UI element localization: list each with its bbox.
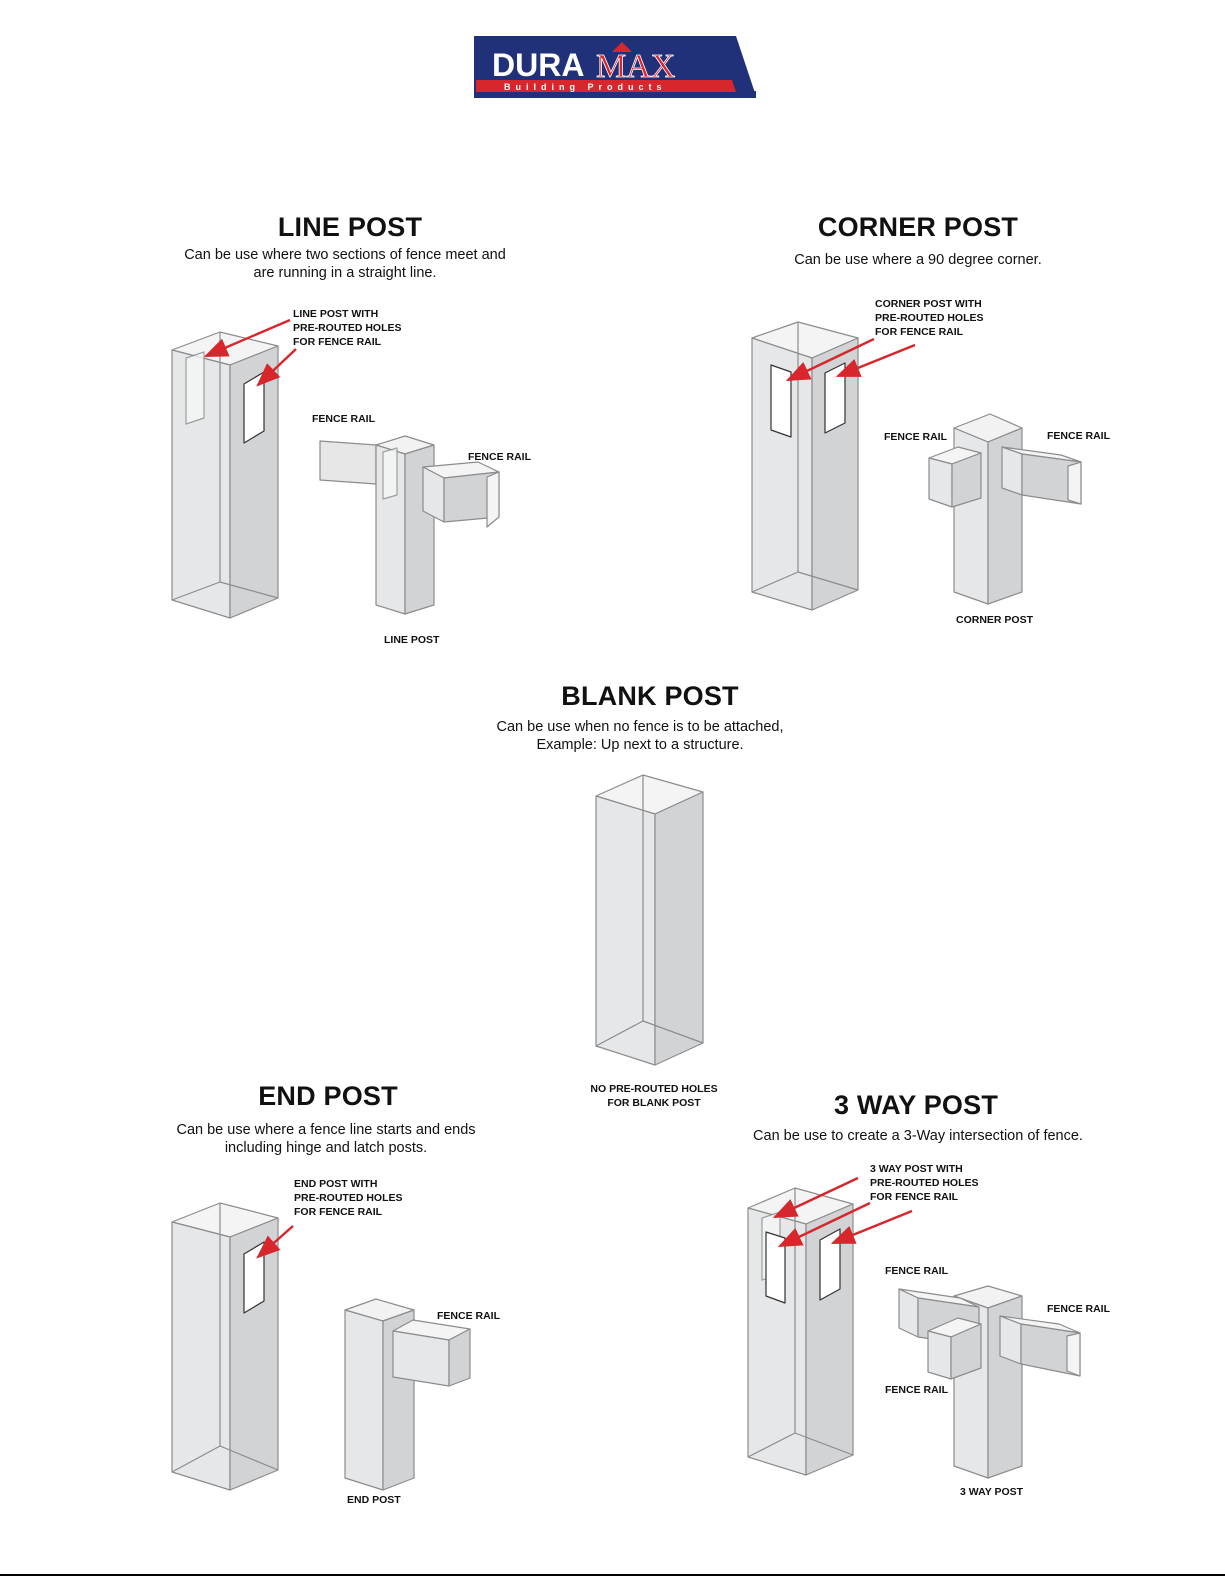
end-post-callout: END POST WITH PRE-ROUTED HOLES FOR FENCE… (294, 1178, 403, 1218)
end-post-arrow (256, 1225, 294, 1259)
end-post-title: END POST (258, 1081, 398, 1111)
three-way-post-callout: 3 WAY POST WITH PRE-ROUTED HOLES FOR FEN… (870, 1163, 979, 1203)
roof-icon (612, 42, 632, 52)
end-post-small (344, 1298, 471, 1491)
three-way-post-arrow-1 (772, 1176, 859, 1219)
line-post-small (319, 435, 500, 615)
line-post-arrow-1 (203, 318, 291, 358)
end-post-large (171, 1202, 279, 1491)
corner-post-description: Can be use where a 90 degree corner. (794, 252, 1042, 268)
line-post-callout: LINE POST WITH PRE-ROUTED HOLES FOR FENC… (293, 308, 402, 348)
three-way-post-small (898, 1285, 1081, 1479)
line-post-post-label: LINE POST (384, 634, 440, 646)
line-post-arrow-2 (256, 348, 297, 387)
blank-post-description-2: Example: Up next to a structure. (536, 737, 744, 753)
blank-post (595, 774, 704, 1066)
three-way-post-large (747, 1187, 854, 1476)
corner-post-title: CORNER POST (817, 212, 1019, 242)
page-bottom-rule (0, 1574, 1225, 1576)
corner-post-arrow-1 (785, 337, 875, 382)
line-post-rail-label-2: FENCE RAIL (468, 451, 531, 463)
three-way-post-title: 3 WAY POST (833, 1090, 999, 1120)
three-way-post-description: Can be use to create a 3-Way intersectio… (753, 1128, 1083, 1144)
corner-post-large (751, 321, 859, 611)
three-way-post-post-label: 3 WAY POST (960, 1486, 1024, 1498)
line-post-large (171, 331, 279, 619)
three-way-post-arrow-3 (830, 1209, 913, 1245)
logo-brand-right: MAX (596, 48, 675, 85)
blank-post-title: BLANK POST (561, 681, 739, 711)
three-way-post-rail-label-2: FENCE RAIL (1047, 1303, 1110, 1315)
duramax-logo: DURA MAX Building Products (474, 36, 756, 98)
line-post-rail-label-1: FENCE RAIL (312, 413, 375, 425)
line-post-description-2: are running in a straight line. (253, 265, 437, 281)
three-way-post-rail-label-3: FENCE RAIL (885, 1384, 948, 1396)
blank-post-note: NO PRE-ROUTED HOLES FOR BLANK POST (590, 1083, 718, 1109)
logo-tagline: Building Products (504, 82, 667, 92)
three-way-post-rail-label-1: FENCE RAIL (885, 1265, 948, 1277)
corner-post-rail-label-2: FENCE RAIL (1047, 430, 1110, 442)
corner-post-post-label: CORNER POST (956, 614, 1034, 626)
end-post-description-2: including hinge and latch posts. (224, 1140, 428, 1156)
blank-post-description-1: Can be use when no fence is to be attach… (496, 719, 784, 735)
end-post-description-1: Can be use where a fence line starts and… (176, 1122, 476, 1138)
corner-post-rail-label-1: FENCE RAIL (884, 431, 947, 443)
three-way-post-arrow-2 (777, 1201, 871, 1248)
corner-post-arrow-2 (835, 343, 916, 378)
line-post-title: LINE POST (277, 212, 423, 242)
corner-post-small (928, 413, 1082, 605)
end-post-post-label: END POST (347, 1494, 401, 1506)
end-post-rail-label: FENCE RAIL (437, 1310, 500, 1322)
corner-post-callout: CORNER POST WITH PRE-ROUTED HOLES FOR FE… (875, 298, 984, 338)
logo-brand-left: DURA (492, 47, 584, 83)
line-post-description-1: Can be use where two sections of fence m… (184, 247, 506, 263)
